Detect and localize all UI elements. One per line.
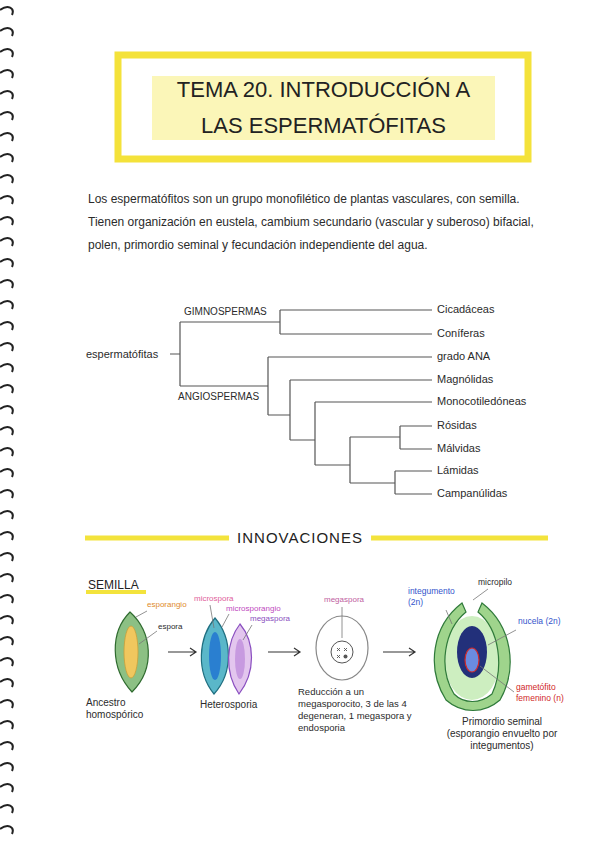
binding-loop [0,826,13,834]
binding-loop [0,658,13,666]
figure-caption: Reducción a un megasporocito, 3 de las 4… [298,686,420,734]
binding-loop [0,343,13,351]
taxon-name: Lámidas [437,463,479,477]
taxon-name: grado ANA [437,349,490,363]
binding-loop [0,385,13,393]
part-label: megaspora [250,614,290,624]
taxon-name: Campanúlidas [437,486,507,500]
binding-loop [0,595,13,603]
page-title: TEMA 20. INTRODUCCIÓN A LAS ESPERMATÓFIT… [156,72,491,144]
binding-loop [0,238,13,246]
binding-loop [0,217,13,225]
binding-loop [0,805,13,813]
part-label: megaspora [324,595,364,605]
binding-loop [0,175,13,183]
part-label: nucela (2n) [518,616,564,627]
binding-loop [0,7,13,15]
binding-loop [0,112,13,120]
integument [434,603,510,711]
intro-paragraph: Los espermatófitos son un grupo monofilé… [88,188,543,257]
binding-loop [0,700,13,708]
taxon-name: Rósidas [437,418,477,432]
megasporangium [229,624,252,694]
binding-loop [0,49,13,57]
clade-root-name: espermatófitas [86,347,158,361]
binding-loop [0,574,13,582]
clade-name: ANGIOSPERMAS [178,390,259,403]
part-label: gametófito femenino (n) [516,682,580,704]
figure-caption: Primordio seminal (esporangio envuelto p… [438,716,566,752]
binding-loop [0,322,13,330]
binding-loop [0,616,13,624]
part-label: microsporangio [226,604,281,614]
taxon-name: Málvidas [437,441,480,455]
spore-mass [124,626,138,678]
title-box [118,55,528,159]
binding-loop [0,28,13,36]
title-frame [118,55,528,159]
binding-loop [0,532,13,540]
spiral-binding [0,7,13,834]
binding-loop [0,679,13,687]
binding-loop [0,784,13,792]
nucellus [457,626,487,678]
megasporocyte [331,641,353,663]
microspore-mass [209,632,221,680]
megaspore-mass [235,639,245,679]
taxon-name: Monocotiledóneas [437,394,526,408]
part-label: micropilo [478,577,512,588]
figure-caption: Ancestro homospórico [86,697,158,721]
binding-loop [0,721,13,729]
cladogram-lines [170,310,432,494]
binding-loop [0,763,13,771]
part-label: microspora [194,594,234,604]
binding-loop [0,511,13,519]
binding-loop [0,280,13,288]
binding-loop [0,553,13,561]
degenerated-spores [337,648,347,658]
binding-loop [0,301,13,309]
binding-loop [0,490,13,498]
microsporangium [201,618,228,694]
functional-megaspore [344,655,348,659]
binding-loop [0,259,13,267]
process-arrows [168,648,415,656]
binding-loop [0,448,13,456]
binding-loop [0,742,13,750]
binding-loop [0,364,13,372]
binding-loop [0,427,13,435]
part-label: integumento (2n) [408,586,468,608]
leader-lines [136,589,516,692]
taxon-name: Magnólidas [437,372,493,386]
binding-loop [0,154,13,162]
part-label: espora [158,622,182,632]
taxon-name: Cicadáceas [437,302,494,316]
clade-name: GIMNOSPERMAS [184,305,267,318]
binding-loop [0,91,13,99]
binding-loop [0,406,13,414]
female-gametophyte [465,648,479,672]
figure-caption: Heterosporia [200,698,257,711]
subsection-heading: SEMILLA [88,577,139,593]
section-heading: INNOVACIONES [229,528,371,548]
taxon-name: Coníferas [437,326,485,340]
binding-loop [0,469,13,477]
binding-loop [0,196,13,204]
sporangium [115,612,148,692]
part-label: esporangio [147,600,187,610]
binding-loop [0,637,13,645]
binding-loop [0,70,13,78]
binding-loop [0,133,13,141]
